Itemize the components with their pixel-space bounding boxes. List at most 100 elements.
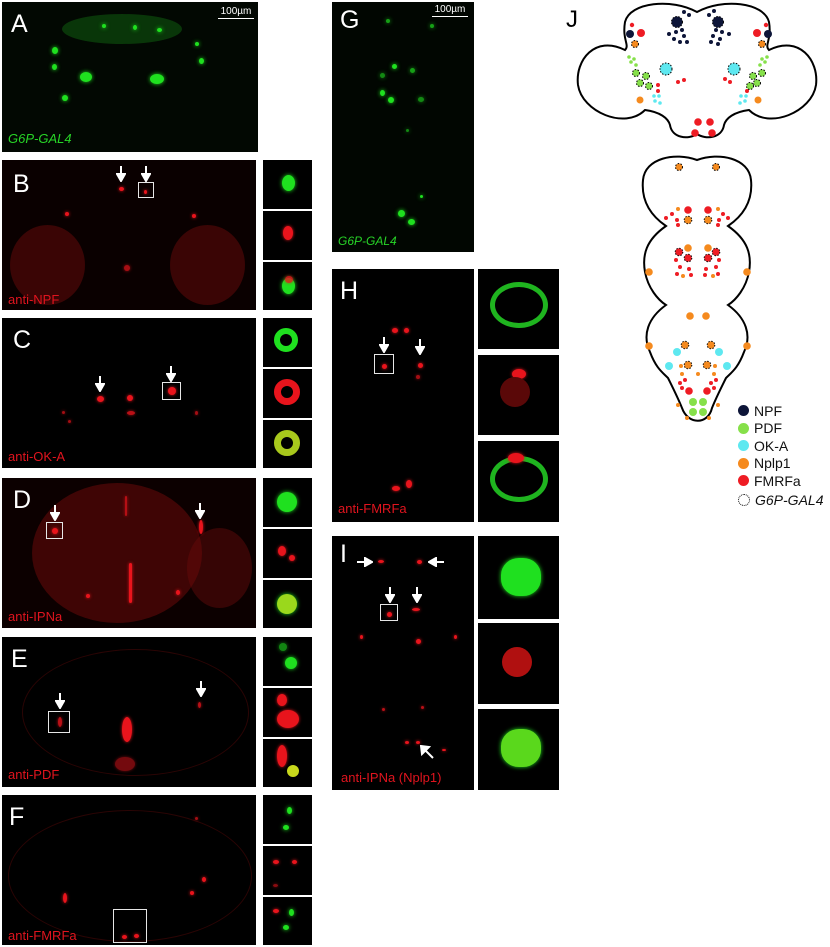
gfp-neuropil (62, 14, 182, 44)
gfp-cell (52, 64, 57, 70)
gfp-cell (279, 643, 287, 651)
gfp-cell (408, 219, 415, 225)
inset-b-merge (263, 262, 312, 310)
gfp-cell (388, 97, 394, 103)
ipna-cell (176, 590, 180, 595)
inset-b-antibody (263, 211, 312, 260)
gfp-cell (410, 68, 415, 73)
oka-cell-ring (274, 379, 300, 405)
fmrfa-cell (122, 935, 127, 939)
inset-b-gfp (263, 160, 312, 209)
gfp-cell (406, 129, 409, 132)
fmrfa-cell (406, 480, 412, 488)
arrow-down-icon (50, 505, 60, 521)
nplp1-cell (412, 608, 420, 611)
stain-label-c: anti-OK-A (8, 449, 66, 464)
nplp1-cell (405, 741, 409, 744)
nplp1-cell (454, 635, 457, 639)
panel-label-f: F (9, 803, 25, 831)
inset-c-gfp (263, 318, 312, 367)
optic-lobe-right (187, 528, 252, 608)
pdf-cluster (122, 717, 132, 742)
brain-outline-left (10, 225, 85, 305)
panel-label-d: D (13, 486, 32, 514)
gfp-cell (501, 558, 541, 596)
fmrfa-cell (418, 363, 423, 368)
inset-c-merge (263, 420, 312, 468)
dotted-circle-icon (738, 494, 750, 507)
stain-label-e: anti-PDF (8, 767, 60, 782)
pdf-dots-brain (627, 55, 769, 90)
npf-cell (65, 212, 69, 216)
schematic-cns-map (576, 2, 818, 422)
fmrfa-cell (273, 860, 279, 864)
gfp-cell-cluster (490, 456, 548, 502)
npf-cell (192, 214, 196, 218)
arrow-down-icon (95, 376, 105, 392)
arrow-down-icon (379, 337, 389, 353)
arrow-down-icon (415, 339, 425, 355)
legend-label: OK-A (754, 437, 789, 454)
gfp-cell (157, 28, 162, 32)
fmrfa-cell (392, 328, 398, 333)
inset-f-merge (263, 897, 312, 945)
gfp-cell (398, 210, 405, 217)
brain-outline (32, 483, 202, 623)
nplp1-cell (382, 708, 385, 711)
npf-cell (144, 190, 147, 194)
inset-d-antibody (263, 529, 312, 578)
pdf-cell (198, 702, 201, 708)
oka-cell (97, 396, 104, 402)
inset-h-merge (478, 441, 559, 522)
nplp1-gal4-dots-vnc (675, 163, 720, 370)
pdf-cell (277, 694, 287, 706)
panel-label-e: E (11, 645, 28, 673)
fmrfa-cell (63, 893, 67, 903)
gfp-cell (133, 25, 137, 30)
inset-e-gfp (263, 637, 312, 686)
fmrfa-cell (512, 369, 526, 379)
oka-dots-vnc (665, 348, 731, 370)
fmrfa-cell (416, 375, 420, 379)
legend-item-pdf: PDF (738, 420, 823, 438)
oka-dots-brain (652, 62, 748, 105)
legend-item-g6p-gal4: G6P-GAL4 (738, 492, 823, 510)
arrow-down-icon (195, 503, 205, 519)
inset-e-antibody (263, 688, 312, 737)
oka-cell (127, 411, 135, 415)
inset-d-gfp (263, 478, 312, 527)
inset-box (374, 354, 394, 374)
panel-label-a: A (11, 10, 28, 38)
scale-bar-a: 100µm (218, 6, 254, 19)
gfp-cell (380, 90, 385, 96)
brain-outline-right (170, 225, 245, 305)
nplp1-cell (416, 741, 420, 744)
legend-item-fmrfa: FMRFa (738, 472, 823, 490)
fmrfa-cell (508, 453, 524, 463)
gfp-cell-ring (274, 328, 298, 352)
stain-label-a: G6P-GAL4 (8, 131, 72, 146)
fmrfa-cell (382, 364, 387, 369)
gfp-cell (418, 97, 424, 102)
merged-cell (287, 765, 299, 777)
gfp-cell (430, 24, 434, 28)
gfp-cell-cluster (490, 282, 548, 328)
stain-label-h: anti-FMRFa (338, 501, 407, 516)
panel-d-ipna: D anti-IPNa (2, 478, 256, 628)
panel-i-vnc-nplp1: I anti-IPNa (Nplp1) (332, 536, 474, 790)
brain-outline (8, 810, 252, 942)
ipna-cell (52, 528, 58, 534)
stain-label-i: anti-IPNa (Nplp1) (341, 770, 442, 785)
inset-i-gfp (478, 536, 559, 619)
panel-f-fmrfa: F anti-FMRFa (2, 795, 256, 945)
fmrfa-cell (404, 328, 409, 333)
stain-label-f: anti-FMRFa (8, 928, 77, 943)
npf-swatch-icon (738, 405, 749, 417)
gfp-cell (386, 19, 390, 23)
stain-label-g: G6P-GAL4 (338, 234, 397, 248)
gfp-cell (289, 909, 294, 916)
ipna-fiber (125, 496, 127, 516)
inset-box (138, 182, 154, 198)
inset-box (46, 522, 63, 539)
nplp1-cell (421, 706, 424, 709)
